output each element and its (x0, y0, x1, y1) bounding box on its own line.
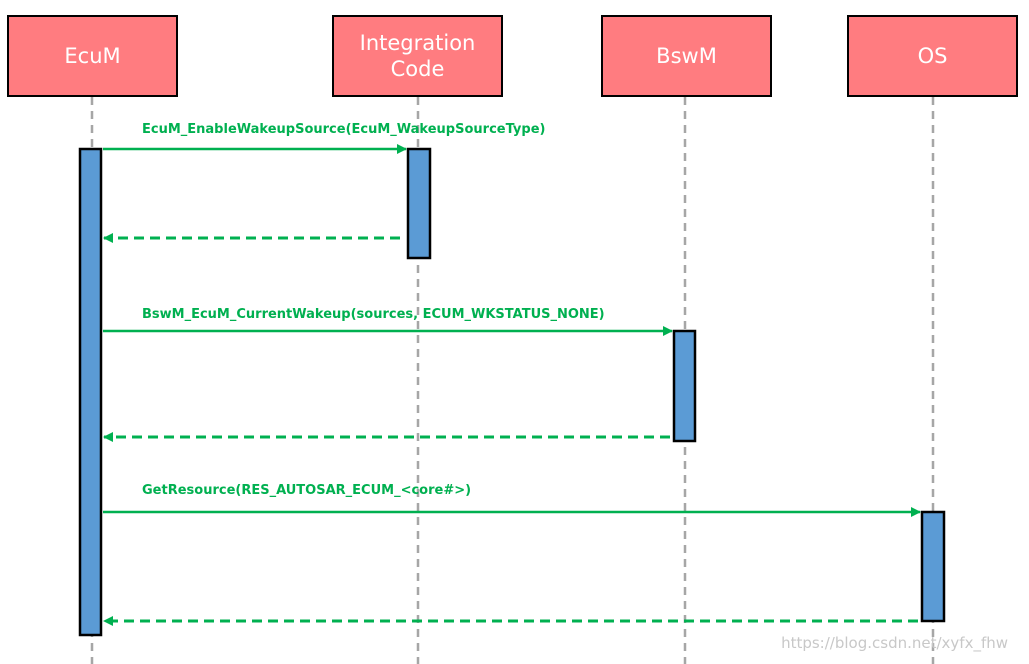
message-get-resource: GetResource(RES_AUTOSAR_ECUM_<core#>) (103, 483, 921, 517)
participant-label-line-1: Integration (360, 31, 476, 55)
participant-ecum: EcuM (7, 15, 178, 97)
participant-os: OS (847, 15, 1018, 97)
participant-label: OS (918, 44, 948, 68)
message-enable-wakeup-source: EcuM_EnableWakeupSource(EcuM_WakeupSourc… (103, 122, 545, 154)
activation-ecum (78, 147, 103, 637)
activation-integration (406, 147, 432, 260)
participant-label: BswM (656, 44, 717, 68)
watermark: https://blog.csdn.net/xyfx_fhw (781, 634, 1008, 653)
message-label: EcuM_EnableWakeupSource(EcuM_WakeupSourc… (142, 122, 545, 137)
message-bswm-current-wakeup: BswM_EcuM_CurrentWakeup(sources, ECUM_WK… (103, 307, 673, 336)
message-label: BswM_EcuM_CurrentWakeup(sources, ECUM_WK… (142, 307, 605, 322)
participant-integration-code: Integration Code (332, 15, 503, 97)
message-label: GetResource(RES_AUTOSAR_ECUM_<core#>) (142, 483, 471, 498)
activation-os (920, 510, 946, 623)
participant-bswm: BswM (601, 15, 772, 97)
activation-bswm (672, 329, 697, 443)
participant-label: EcuM (64, 44, 120, 68)
participant-label-line-2: Code (391, 57, 445, 81)
